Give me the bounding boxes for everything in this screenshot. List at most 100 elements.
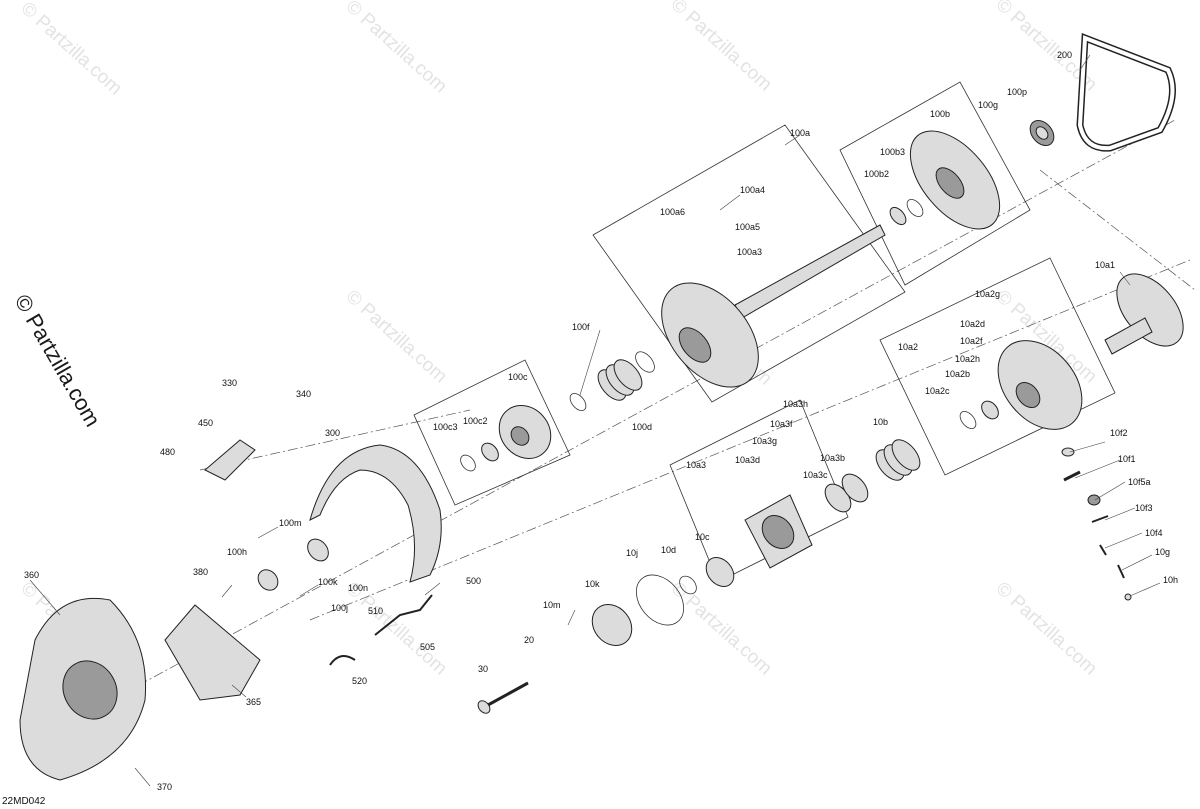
label-10a2f: 10a2f [960, 336, 983, 346]
label-10j: 10j [626, 548, 638, 558]
cam-100c [498, 405, 552, 459]
bolt-30 [477, 681, 529, 714]
box-10a3 [669, 399, 849, 583]
label-505: 505 [420, 642, 435, 652]
side-watermark: © Partzilla.com [10, 290, 106, 431]
label-10a3g: 10a3g [752, 436, 777, 446]
label-100b2: 100b2 [864, 169, 889, 179]
label-10d: 10d [661, 545, 676, 555]
group-boxes [413, 81, 1116, 583]
part-labels: 100a 100a4 100a6 100a5 100a3 100b 100b3 … [24, 50, 1178, 792]
label-10g: 10g [1155, 547, 1170, 557]
diagram-code: 22MD042 [2, 796, 46, 807]
label-10a2d: 10a2d [960, 319, 985, 329]
watermark: © Partzilla.com [667, 0, 776, 95]
label-100g: 100g [978, 100, 998, 110]
label-100a4: 100a4 [740, 185, 765, 195]
label-10k: 10k [585, 579, 600, 589]
label-10a2g: 10a2g [975, 289, 1000, 299]
label-10a2c: 10a2c [925, 386, 950, 396]
label-380: 380 [193, 567, 208, 577]
sheave-10a1 [1104, 273, 1184, 355]
label-100d: 100d [632, 422, 652, 432]
label-10f5a: 10f5a [1128, 477, 1151, 487]
watermark: © Partzilla.com [342, 0, 451, 97]
label-30: 30 [478, 664, 488, 674]
rings [257, 199, 999, 646]
label-100m: 100m [279, 518, 302, 528]
label-370: 370 [157, 782, 172, 792]
label-10f1: 10f1 [1118, 454, 1136, 464]
label-100k: 100k [318, 577, 338, 587]
label-100b3: 100b3 [880, 147, 905, 157]
shaft-sheave-100a [661, 224, 886, 388]
label-10f2: 10f2 [1110, 428, 1128, 438]
drive-belt [1076, 33, 1176, 152]
label-10a3d: 10a3d [735, 455, 760, 465]
label-10a3: 10a3 [686, 460, 706, 470]
label-450: 450 [198, 418, 213, 428]
label-100a6: 100a6 [660, 207, 685, 217]
bracket-365 [164, 604, 261, 701]
label-510: 510 [368, 606, 383, 616]
harness-500 [329, 594, 433, 666]
label-100c3: 100c3 [433, 422, 458, 432]
label-20: 20 [524, 635, 534, 645]
watermark: © Partzilla.com [667, 578, 776, 679]
label-365: 365 [246, 697, 261, 707]
watermark: © Partzilla.com [17, 0, 126, 99]
box-100c [413, 359, 571, 506]
label-10b: 10b [873, 417, 888, 427]
label-10c: 10c [695, 532, 710, 542]
fasteners-10f [1061, 447, 1132, 601]
spring-10b [875, 439, 921, 481]
watermark: © Partzilla.com [342, 578, 451, 679]
spider-10a3 [744, 494, 813, 569]
label-100c2: 100c2 [463, 416, 488, 426]
label-10a1: 10a1 [1095, 260, 1115, 270]
label-100a: 100a [790, 128, 810, 138]
label-100c: 100c [508, 372, 528, 382]
label-10a3b: 10a3b [820, 453, 845, 463]
cover-300 [309, 444, 442, 583]
label-10a2: 10a2 [898, 342, 918, 352]
box-10a2 [879, 257, 1116, 476]
label-360: 360 [24, 570, 39, 580]
watermark: © Partzilla.com [992, 578, 1101, 679]
label-100p: 100p [1007, 87, 1027, 97]
label-10a3f: 10a3f [770, 419, 793, 429]
label-100a3: 100a3 [737, 247, 762, 257]
label-100j: 100j [331, 603, 348, 613]
label-100f: 100f [572, 322, 590, 332]
bracket-450 [204, 439, 256, 481]
label-10f3: 10f3 [1135, 503, 1153, 513]
label-200: 200 [1057, 50, 1072, 60]
label-100a5: 100a5 [735, 222, 760, 232]
label-10a2h: 10a2h [955, 354, 980, 364]
watermark: © Partzilla.com [342, 286, 451, 387]
label-10f4: 10f4 [1145, 528, 1163, 538]
label-10a3h: 10a3h [783, 399, 808, 409]
box-100b [839, 81, 1031, 286]
bearing-100p [1029, 119, 1055, 147]
label-480: 480 [160, 447, 175, 457]
housing-360 [19, 597, 147, 781]
watermarks: © Partzilla.com © Partzilla.com © Partzi… [17, 0, 1101, 679]
fixed-sheave [909, 130, 1001, 230]
leader-lines [29, 54, 1161, 787]
label-10a2b: 10a2b [945, 369, 970, 379]
label-300: 300 [325, 428, 340, 438]
label-100h: 100h [227, 547, 247, 557]
label-10m: 10m [543, 600, 561, 610]
label-340: 340 [296, 389, 311, 399]
label-330: 330 [222, 378, 237, 388]
label-100b: 100b [930, 109, 950, 119]
spring-100d [597, 359, 643, 401]
label-100n: 100n [348, 583, 368, 593]
label-520: 520 [352, 676, 367, 686]
housing-10a2 [997, 340, 1083, 430]
label-10a3c: 10a3c [803, 470, 828, 480]
label-10h: 10h [1163, 575, 1178, 585]
